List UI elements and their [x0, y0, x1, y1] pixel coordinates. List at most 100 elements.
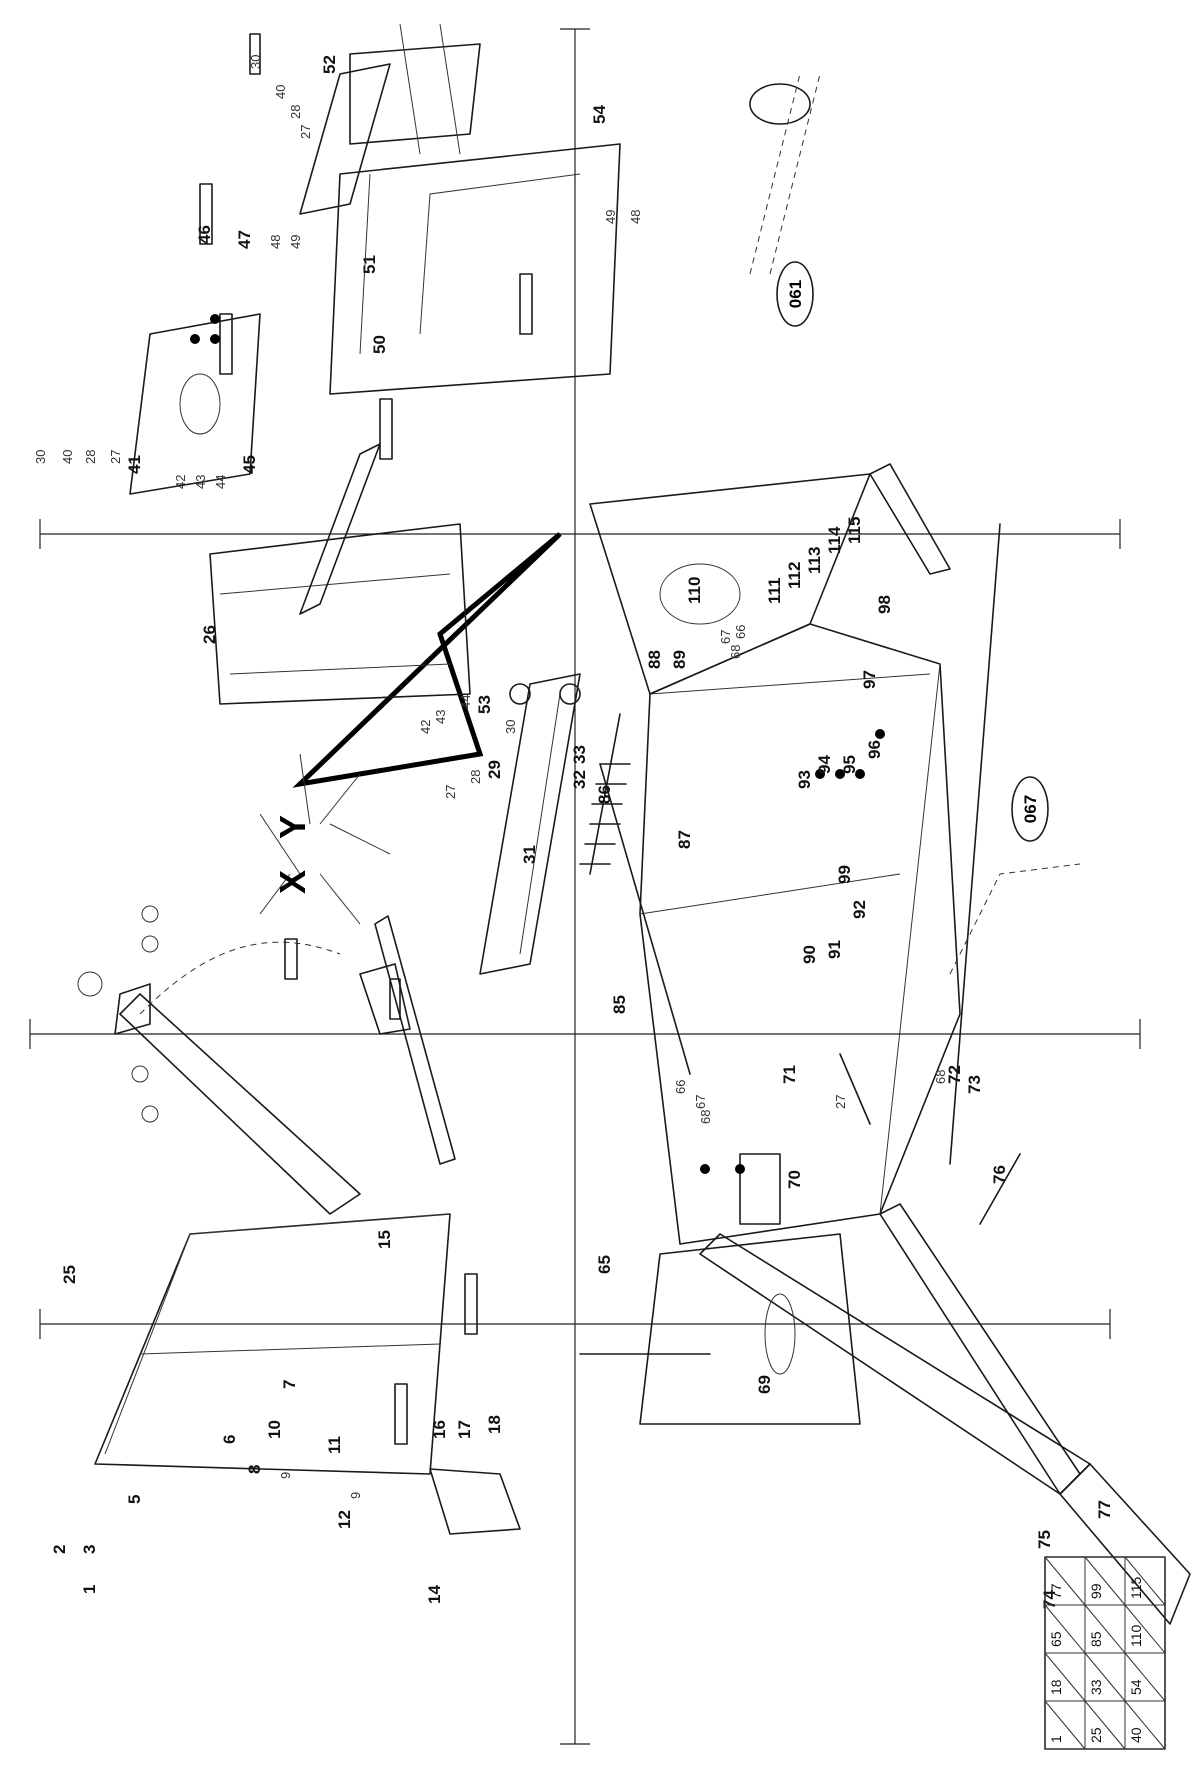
washer-dot: [855, 769, 865, 779]
washer-dot: [835, 769, 845, 779]
main-pan-edges: [639, 663, 941, 1215]
part-label-48a: 48: [268, 235, 283, 249]
tensioner-housing-edge: [519, 693, 561, 955]
legend-value: 33: [1088, 1679, 1104, 1695]
bolt-12: [394, 1383, 408, 1445]
part-label-33: 33: [570, 745, 589, 764]
pan-lower-rail: [879, 1203, 1081, 1495]
part-label-86: 86: [595, 785, 614, 804]
reference-067-oval: [1011, 776, 1049, 842]
tensioner-assembly: [479, 673, 691, 1075]
part-label-17: 17: [455, 1420, 474, 1439]
part-label-42a: 42: [173, 475, 188, 489]
pan-end-cover: [589, 473, 871, 695]
part-label-14: 14: [425, 1585, 444, 1604]
legend-cell: [1124, 1556, 1166, 1606]
part-label-85: 85: [610, 995, 629, 1014]
part-label-28b: 28: [83, 450, 98, 464]
part-label-91: 91: [825, 940, 844, 959]
part-label-5: 5: [125, 1495, 144, 1504]
part-label-112: 112: [785, 562, 804, 589]
axis-arrow: [259, 873, 291, 915]
reference-061-oval: [776, 261, 814, 327]
part-label-111: 111: [765, 578, 784, 605]
nut-32: [559, 683, 581, 705]
legend-value: 40: [1128, 1727, 1144, 1743]
part-label-94: 94: [815, 755, 834, 774]
part-label-114: 114: [825, 526, 844, 554]
part-label-1: 1: [80, 1585, 99, 1594]
legend-cell-diagonal: [1124, 1700, 1166, 1750]
part-label-68b: 68: [698, 1110, 713, 1124]
legend-cell-diagonal: [1044, 1700, 1086, 1750]
part-label-70: 70: [785, 1170, 804, 1189]
part-label-69: 69: [755, 1375, 774, 1394]
part-label-9b: 9: [348, 1492, 363, 1499]
legend-value: 25: [1088, 1727, 1104, 1743]
washer-dot: [210, 334, 220, 344]
bolt-53: [379, 398, 393, 460]
part-label-52: 52: [320, 55, 339, 74]
legend-value: 110: [1128, 1624, 1144, 1647]
part-label-28c: 28: [288, 105, 303, 119]
centre-lines: [29, 28, 1141, 1745]
divider-tip: [429, 1468, 521, 1535]
part-label-31: 31: [520, 845, 539, 864]
legend-value: 65: [1048, 1631, 1064, 1647]
chain-link: [131, 1065, 149, 1083]
bracket-arm: [299, 443, 381, 615]
legend-value: 1: [1048, 1735, 1064, 1743]
part-label-7: 7: [280, 1380, 299, 1389]
reference-067: 067: [1021, 795, 1040, 823]
axis-indicator: [259, 753, 391, 925]
part-label-54: 54: [590, 105, 609, 124]
part-label-40a: 40: [60, 450, 75, 464]
legend-value: 99: [1088, 1583, 1104, 1599]
spring-86: [579, 713, 631, 875]
part-label-49b: 49: [603, 210, 618, 224]
legend-cell-diagonal: [1044, 1652, 1086, 1702]
bracket-plate-41: [129, 313, 261, 495]
part-label-96: 96: [865, 740, 884, 759]
washer-dot: [875, 729, 885, 739]
part-label-43b: 43: [433, 710, 448, 724]
washer-dot: [700, 1164, 710, 1174]
chain-arc: [139, 941, 341, 1015]
bolt-8: [284, 938, 298, 980]
nut-29: [509, 683, 531, 705]
chain-link: [141, 935, 159, 953]
part-label-99: 99: [835, 865, 854, 884]
washer-dot: [190, 334, 200, 344]
legend-cell-diagonal: [1044, 1556, 1086, 1606]
washer-dots: [190, 314, 885, 1174]
axis-label-x: X: [272, 870, 313, 894]
axis-arrow: [319, 873, 361, 925]
part-label-43a: 43: [193, 475, 208, 489]
bolt-30: [249, 33, 261, 75]
divider-cone-assembly: [77, 905, 521, 1535]
axis-arrow: [299, 753, 311, 825]
part-label-41: 41: [125, 455, 144, 474]
part-label-28a: 28: [468, 770, 483, 784]
part-label-40b: 40: [273, 85, 288, 99]
spring-72: [839, 1053, 1021, 1225]
divider-plate: [359, 963, 411, 1035]
part-label-18: 18: [485, 1415, 504, 1434]
part-label-87: 87: [675, 830, 694, 849]
legend-value: 115: [1128, 1576, 1144, 1599]
part-label-65: 65: [595, 1255, 614, 1274]
axis-label-y: Y: [272, 815, 313, 839]
pan-end-cutout: [659, 563, 741, 625]
pan-side-rail: [699, 1233, 1091, 1495]
legend-cell-diagonal: [1124, 1652, 1166, 1702]
part-label-113: 113: [805, 547, 824, 574]
clamp-strap: [399, 23, 461, 155]
part-label-42b: 42: [418, 720, 433, 734]
part-label-30c: 30: [248, 55, 263, 69]
part-label-71: 71: [780, 1065, 799, 1084]
part-label-27c: 27: [298, 125, 313, 139]
legend-value: 77: [1048, 1583, 1064, 1599]
legend-value: 85: [1088, 1631, 1104, 1647]
part-label-32: 32: [570, 770, 589, 789]
